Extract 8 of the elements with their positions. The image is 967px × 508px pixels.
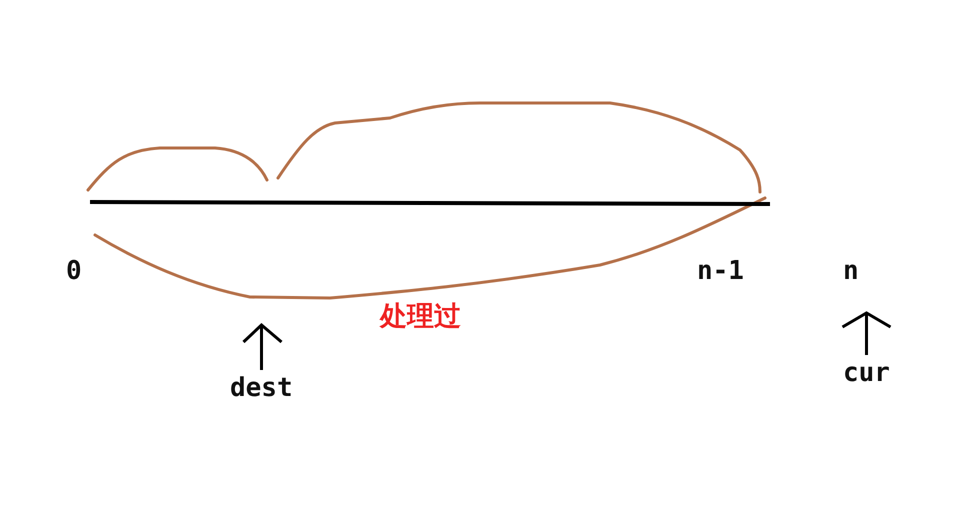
index-label: 0 [66,257,82,285]
range-label: 处理过 [380,303,461,331]
pointer-label: dest [230,374,293,402]
pointer-arrow [841,312,892,355]
pointer-label: cur [843,359,890,387]
index-label: n [843,257,859,285]
index-label: n-1 [697,257,744,285]
pointer-arrow [242,324,283,370]
